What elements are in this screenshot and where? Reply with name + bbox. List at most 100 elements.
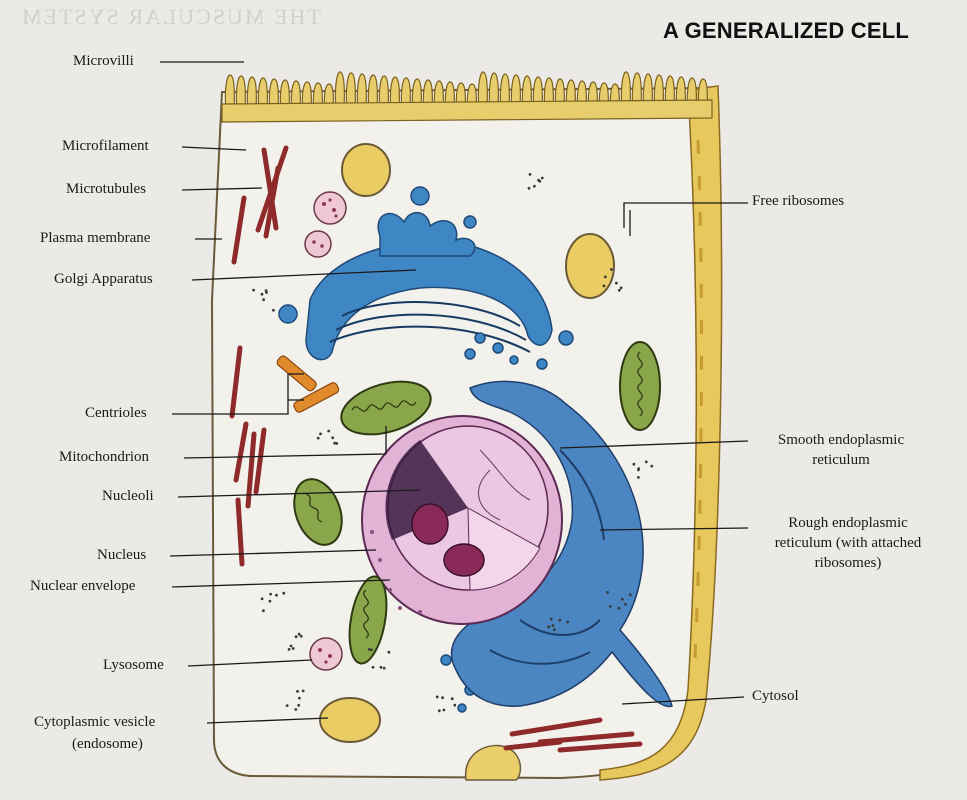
ribosome-dot bbox=[549, 617, 553, 621]
microtubules bbox=[229, 145, 643, 753]
ribosome-dot bbox=[291, 647, 295, 650]
ribosome-dot bbox=[294, 708, 298, 711]
diagram-title: A GENERALIZED CELL bbox=[663, 18, 910, 43]
ribosome-dot bbox=[644, 460, 648, 464]
golgi-apparatus bbox=[278, 186, 590, 713]
microvillus bbox=[290, 80, 301, 111]
label-cytoplasmic-vesicle: Cytoplasmic vesicle bbox=[34, 714, 156, 730]
ribosome-dot bbox=[540, 176, 544, 180]
ribosome-dot bbox=[327, 429, 331, 433]
ribosome-dot bbox=[379, 665, 383, 669]
ribosome-dot bbox=[628, 593, 632, 597]
leader-lines bbox=[160, 61, 749, 724]
ribosome-dot bbox=[632, 462, 636, 466]
label-golgi-apparatus: Golgi Apparatus bbox=[54, 271, 153, 287]
ribosome-dot bbox=[299, 634, 303, 638]
ribosome-dot bbox=[316, 436, 320, 440]
label-rough-er-line2: reticulum (with attached bbox=[774, 535, 922, 551]
microvillus bbox=[356, 73, 367, 111]
ribosome-dot bbox=[528, 173, 532, 176]
ribosome-dot bbox=[650, 464, 654, 468]
ribosome-dot bbox=[608, 605, 612, 608]
ribosome-dot bbox=[268, 599, 272, 603]
label-mitochondrion: Mitochondrion bbox=[59, 449, 149, 465]
label-lysosome: Lysosome bbox=[103, 657, 164, 673]
free-ribosome-dots bbox=[252, 173, 654, 713]
nucleus bbox=[361, 415, 563, 625]
ribosome-dot bbox=[260, 292, 264, 296]
endosome bbox=[319, 697, 381, 743]
ribosome-dot bbox=[289, 644, 293, 648]
ribosome-dot bbox=[275, 593, 278, 597]
ribosome-dot bbox=[547, 625, 551, 629]
ribosome-dot bbox=[617, 606, 621, 610]
ribosome-dot bbox=[552, 628, 556, 632]
ribosome-dot bbox=[252, 288, 256, 292]
label-microtubules: Microtubules bbox=[66, 181, 146, 197]
label-microfilament: Microfilament bbox=[62, 138, 149, 154]
label-rough-er-line3: ribosomes) bbox=[814, 555, 882, 571]
ribosome-dot bbox=[382, 666, 386, 670]
label-rough-er-line1: Rough endoplasmic bbox=[788, 515, 908, 531]
lysosome-bottom bbox=[309, 637, 343, 671]
ribosome-dot bbox=[604, 275, 607, 279]
label-nucleoli: Nucleoli bbox=[102, 488, 154, 504]
nucleolus-1 bbox=[411, 503, 449, 545]
label-smooth-er: Smooth endoplasmic reticulum bbox=[748, 430, 934, 470]
label-rough-er: Rough endoplasmic reticulum (with attach… bbox=[744, 513, 952, 573]
ribosome-dot bbox=[558, 618, 562, 622]
ribosome-dot bbox=[637, 476, 640, 479]
label-smooth-er-line1: Smooth endoplasmic bbox=[777, 432, 905, 448]
label-endosome: (endosome) bbox=[72, 736, 143, 752]
ribosome-dot bbox=[450, 697, 454, 701]
ribosome-dot bbox=[620, 597, 624, 601]
ribosome-dot bbox=[387, 650, 391, 654]
vesicle-right bbox=[565, 233, 615, 299]
ribosome-dot bbox=[272, 308, 275, 312]
ribosome-dot bbox=[537, 178, 540, 182]
ribosome-dot bbox=[297, 632, 301, 636]
vesicle-top bbox=[341, 143, 391, 197]
microvillus bbox=[378, 75, 389, 111]
ribosome-dot bbox=[551, 624, 555, 627]
microvillus bbox=[367, 74, 378, 111]
microvilli-base bbox=[221, 99, 713, 123]
ribosome-dot bbox=[298, 696, 301, 700]
ribosome-dot bbox=[262, 298, 265, 302]
microvillus bbox=[334, 71, 345, 111]
ribosome-dot bbox=[441, 696, 444, 700]
microvillus bbox=[268, 78, 279, 111]
ribosome-dot bbox=[282, 591, 286, 595]
label-cytosol: Cytosol bbox=[752, 688, 799, 704]
ribosome-dot bbox=[606, 591, 609, 594]
mitochondria bbox=[293, 341, 661, 665]
ribosome-dot bbox=[619, 286, 623, 290]
ribosome-dot bbox=[566, 620, 569, 624]
microvilli-layer bbox=[221, 71, 713, 123]
ribosome-dot bbox=[624, 602, 627, 606]
ribosome-dot bbox=[285, 704, 289, 707]
ribosome-dot bbox=[296, 690, 299, 693]
vesicles bbox=[319, 143, 615, 743]
lysosome-mid bbox=[304, 230, 332, 258]
mitochondrion-2 bbox=[619, 341, 661, 431]
microvillus bbox=[257, 77, 268, 111]
label-smooth-er-line2: reticulum bbox=[812, 452, 870, 468]
label-plasma-membrane: Plasma membrane bbox=[40, 230, 151, 246]
microvillus bbox=[345, 72, 356, 111]
microvillus bbox=[499, 73, 510, 111]
ribosome-dot bbox=[453, 703, 457, 707]
microvillus bbox=[279, 79, 290, 111]
mitochondrion-1 bbox=[340, 380, 432, 436]
ribosome-dot bbox=[370, 648, 373, 652]
ribosome-dot bbox=[297, 703, 301, 707]
microvillus bbox=[224, 74, 235, 111]
microvillus bbox=[488, 72, 499, 111]
endoplasmic-reticulum bbox=[450, 380, 673, 708]
lysosome-group bbox=[304, 191, 347, 671]
label-nuclear-envelope: Nuclear envelope bbox=[30, 578, 136, 594]
ribosome-dot bbox=[527, 186, 531, 190]
ribosome-dot bbox=[435, 695, 439, 699]
microvillus bbox=[477, 71, 488, 111]
